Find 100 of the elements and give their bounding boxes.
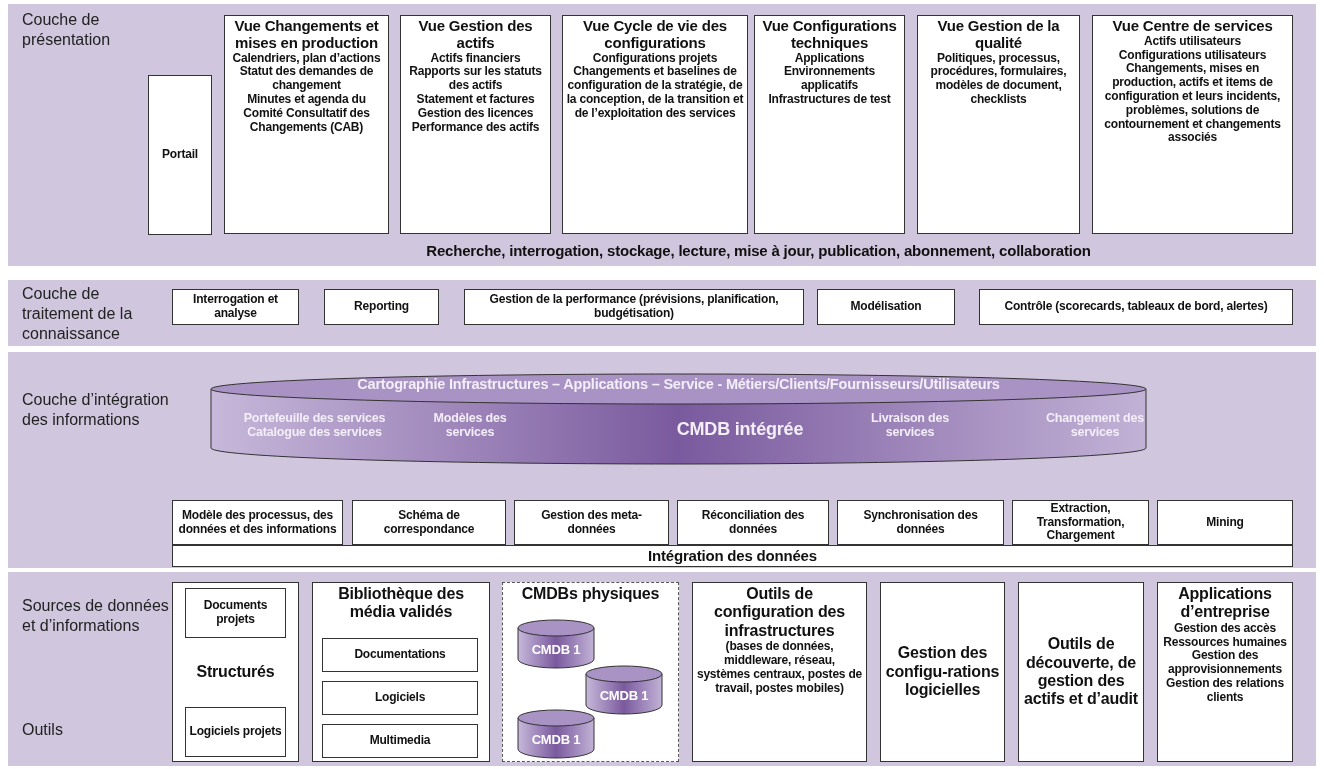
cylinder-label: CMDB intégrée — [675, 419, 805, 440]
box-heading: Vue Gestion des actifs — [417, 18, 534, 52]
box-text: Gestion des approvisionnements — [1167, 649, 1283, 677]
item-box — [322, 638, 478, 672]
box-heading: Outils de découverte, de gestion des actifs et d’audit — [1023, 635, 1139, 709]
function-box — [1157, 500, 1293, 545]
box-text: Politiques, processus, procédures, formulaires, modèles de document, checklists — [929, 51, 1068, 107]
function-box — [837, 500, 1004, 545]
layer-label: Couche de présentation — [22, 10, 112, 50]
source-box — [312, 582, 490, 762]
box-text: Environnements applicatifs — [782, 65, 877, 93]
box-label: Gestion des meta-données — [540, 508, 643, 537]
portal-box — [148, 75, 212, 235]
view-box — [754, 15, 905, 234]
box-label: Modèle des processus, des données et des informations — [177, 508, 338, 537]
view-box — [917, 15, 1080, 234]
box-label: Logiciels projets — [189, 725, 282, 739]
box-text: Performance des actifs — [411, 120, 540, 135]
tool-box — [1018, 582, 1144, 762]
box-label: Réconciliation des données — [700, 508, 806, 537]
layer-band — [8, 352, 1316, 568]
box-text: Calendriers, plan d’actions — [232, 51, 381, 66]
box-label: Schéma de correspondance — [382, 508, 476, 537]
cylinder-label: CMDB 1 — [530, 733, 582, 748]
layer-caption: Recherche, interrogation, stockage, lecture, mise à jour, publication, abonnement, collaboration — [425, 242, 1092, 260]
layer-label: Couche d’intégration des informations — [22, 390, 170, 430]
box-heading: Applications d’entreprise — [1177, 585, 1273, 622]
integration-bar — [172, 545, 1293, 567]
box-label: Portail — [162, 148, 198, 162]
box-label: Documents projets — [202, 599, 269, 627]
layer-band — [8, 4, 1316, 266]
box-label: Mining — [1206, 515, 1244, 530]
cylinder-label: CMDB 1 — [598, 689, 650, 704]
function-box — [324, 289, 439, 325]
box-text: Infrastructures de test — [768, 93, 891, 107]
box-label: Reporting — [354, 300, 409, 314]
item-box — [322, 681, 478, 715]
tool-box — [692, 582, 867, 762]
layer-band — [8, 572, 1316, 766]
source-box — [172, 582, 299, 762]
cylinder-label: Livraison des services — [870, 411, 950, 440]
function-box — [677, 500, 829, 545]
layer-label: Outils — [22, 720, 64, 740]
box-label: Multimedia — [369, 734, 431, 748]
dashed-group-box — [502, 582, 679, 762]
box-text: Actifs financiers — [430, 51, 521, 66]
box-label: Contrôle (scorecards, tableaux de bord, alertes) — [1004, 300, 1268, 314]
box-heading: Structurés — [196, 662, 275, 682]
box-text: Minutes et agenda du Comité Consultatif des Changements (CAB) — [242, 93, 371, 135]
box-text: (bases de données, middleware, réseau, systèmes centraux, postes de travail, postes mobiles) — [696, 640, 863, 696]
box-label: Extraction, Transformation, Chargement — [1035, 501, 1126, 544]
box-text: Gestion des accès — [1174, 621, 1276, 636]
cylinder-label: CMDB 1 — [530, 643, 582, 658]
box-text: Actifs utilisateurs — [1144, 34, 1241, 49]
item-box — [322, 724, 478, 758]
box-heading: Vue Gestion de la qualité — [936, 18, 1061, 52]
box-label: Synchronisation des données — [862, 508, 979, 537]
database-cylinder — [210, 373, 1147, 465]
cylinder-label: Modèles des services — [432, 411, 508, 440]
box-heading: CMDBs physiques — [521, 585, 660, 604]
item-box — [185, 707, 286, 757]
box-text: Configurations utilisateurs — [1118, 48, 1267, 63]
cylinder-label: Portefeuille des services Catalogue des services — [242, 411, 387, 440]
function-box — [817, 289, 955, 325]
tool-box — [880, 582, 1005, 762]
box-heading: Vue Changements et mises en production — [233, 18, 380, 52]
function-box — [979, 289, 1293, 325]
box-heading: Bibliothèque des média validés — [337, 585, 465, 622]
function-box — [1012, 500, 1149, 545]
box-heading: Vue Cycle de vie des configurations — [582, 18, 728, 52]
function-box — [464, 289, 804, 325]
box-heading: Outils de configuration des infrastructures — [713, 585, 846, 641]
view-box — [224, 15, 389, 234]
box-label: Interrogation et analyse — [192, 293, 279, 321]
box-text: Statut des demandes de changement — [238, 65, 375, 93]
box-text: Gestion des relations clients — [1165, 676, 1285, 705]
box-text: Ressources humaines — [1163, 635, 1287, 650]
box-text: Changements et baselines de configuration de la stratégie, de la conception, de la transition et de l’exploitation des services — [566, 65, 744, 121]
layer-band — [8, 280, 1316, 346]
layer-label: Couche de traitement de la connaissance — [22, 284, 134, 344]
box-label: Intégration des données — [648, 547, 817, 565]
box-label: Gestion de la performance (prévisions, planification, budgétisation) — [488, 293, 780, 321]
cylinder-label: Cartographie Infrastructures – Applications – Service - Métiers/Clients/Fournisseurs/Utilisateurs — [356, 376, 1001, 393]
cylinder-label: Changement des services — [1045, 411, 1145, 440]
box-heading: Vue Centre de services — [1112, 18, 1273, 35]
box-text: Applications — [794, 51, 865, 66]
tool-box — [1157, 582, 1293, 762]
database-cylinder — [517, 709, 595, 759]
view-box — [1092, 15, 1293, 234]
layer-label: Sources de données et d’informations — [22, 596, 170, 636]
box-label: Documentations — [354, 648, 446, 662]
box-text: Changements, mises en production, actifs et items de configuration et leurs incidents, problèmes, solutions de contournement et changements associés — [1103, 62, 1282, 146]
function-box — [352, 500, 506, 545]
function-box — [514, 500, 669, 545]
database-cylinder — [517, 619, 595, 669]
function-box — [172, 500, 343, 545]
box-heading: Vue Configurations techniques — [761, 18, 898, 52]
box-text: Gestion des licences — [417, 106, 534, 121]
view-box — [400, 15, 551, 234]
box-heading: Gestion des configu-rations logicielles — [884, 644, 1001, 700]
